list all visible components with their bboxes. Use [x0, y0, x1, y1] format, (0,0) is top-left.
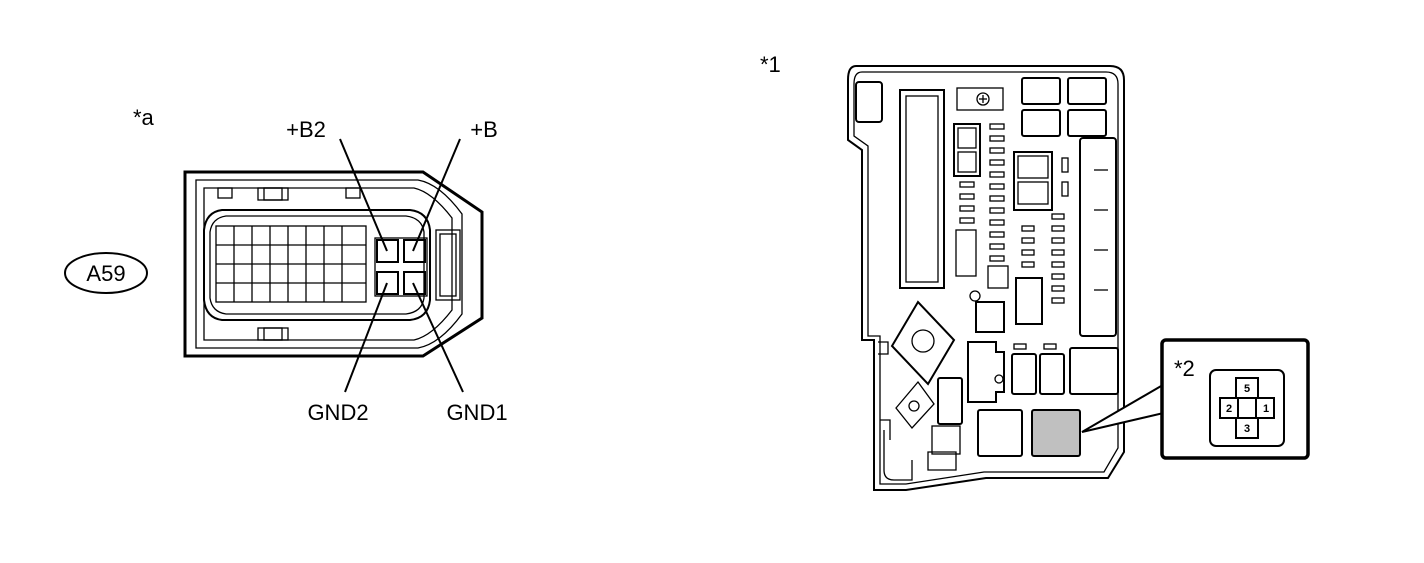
leader-b: [412, 138, 461, 252]
terminal-label-b: +B: [470, 117, 498, 142]
terminal-label-gnd2: GND2: [307, 400, 368, 425]
connector-id-badge: A59: [64, 252, 148, 294]
pin-5-label: 5: [1244, 383, 1250, 395]
leader-gnd2: [344, 282, 388, 393]
callout-1-label: *1: [760, 52, 781, 77]
callout-a-label: *a: [133, 105, 155, 130]
terminal-grid: [215, 225, 367, 303]
callout-2-label: *2: [1174, 356, 1195, 381]
pin-1-label: 1: [1263, 403, 1269, 415]
relay-socket-zoom: *2 5 2 1 3: [1160, 338, 1310, 460]
relay-block-housing: [847, 65, 1125, 491]
pin-3-label: 3: [1244, 423, 1250, 435]
highlighted-relay-socket: [1031, 409, 1081, 457]
pin-2-label: 2: [1226, 403, 1232, 415]
connector-id: A59: [86, 261, 125, 286]
leader-gnd1: [412, 282, 464, 393]
connector-housing: [183, 170, 484, 358]
leader-b2: [339, 138, 388, 252]
terminal-label-b2: +B2: [286, 117, 326, 142]
relay-block-view: *1: [760, 52, 1310, 491]
connector-a59-view: *a A59: [64, 105, 508, 425]
terminal-label-gnd1: GND1: [446, 400, 507, 425]
power-terminals: [374, 237, 428, 297]
